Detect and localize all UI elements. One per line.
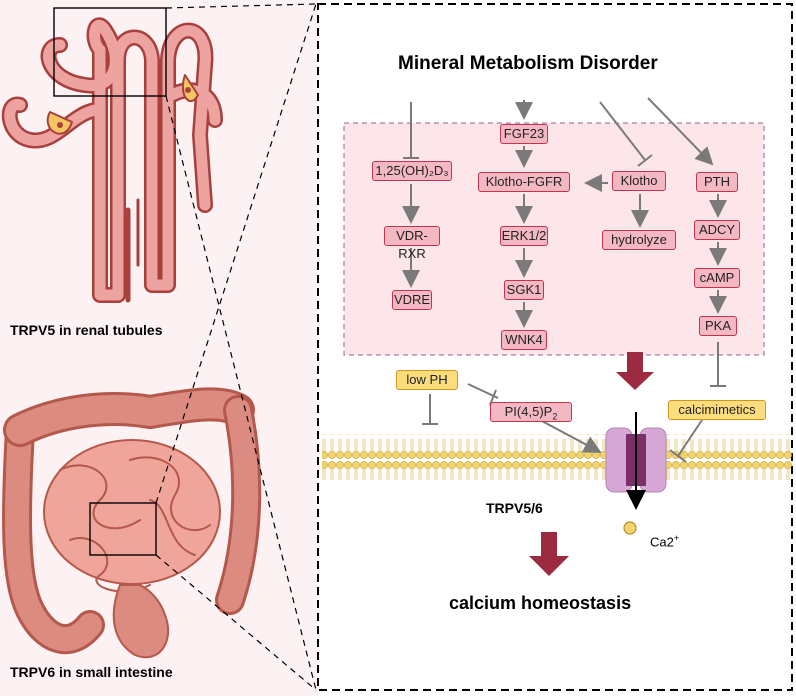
low-ph-node: low PH <box>396 370 458 390</box>
calcium-ion <box>623 521 637 535</box>
hydrolyze-node: hydrolyze <box>602 230 676 250</box>
renal-tubule-illustration <box>1 17 223 303</box>
camp-node: cAMP <box>694 268 740 288</box>
pka-node: PKA <box>699 316 737 336</box>
pth-node: PTH <box>696 172 738 192</box>
calcimimetics-node: calcimimetics <box>668 400 766 420</box>
fgf23-node: FGF23 <box>500 124 548 144</box>
cell-membrane <box>322 434 792 480</box>
outcome-arrow <box>529 532 569 576</box>
renal-zoom-box <box>53 7 167 97</box>
outcome-label: calcium homeostasis <box>449 593 632 613</box>
pip2-subscript: 2 <box>552 411 558 422</box>
channel-label: TRPV5/6 <box>486 500 543 516</box>
intestine-zoom-box <box>89 502 157 556</box>
ion-text: Ca2 <box>650 534 674 550</box>
pip2-node: PI(4,5)P2 <box>490 402 572 422</box>
erk12-node: ERK1/2 <box>500 226 548 246</box>
zoom-connector-lines <box>155 3 317 691</box>
vdre-node: VDRE <box>392 290 432 310</box>
small-intestine-illustration <box>2 387 262 659</box>
calcium-ion-label: Ca2+ <box>650 533 679 549</box>
vdr-rxr-node: VDR-RXR <box>384 226 440 261</box>
pip2-label: PI(4,5)P <box>504 404 553 419</box>
renal-tubule-caption: TRPV5 in renal tubules <box>10 322 163 338</box>
sgk1-node: SGK1 <box>504 280 544 300</box>
pathway-to-channel-arrow <box>616 352 654 390</box>
small-intestine-caption: TRPV6 in small intestine <box>10 664 173 680</box>
pathway-edges <box>402 97 727 463</box>
klotho-fgfr-node: Klotho-FGFR <box>478 172 570 192</box>
ion-charge: + <box>673 533 680 543</box>
klotho-node: Klotho <box>612 171 666 191</box>
wnk4-node: WNK4 <box>501 330 547 350</box>
vitamin-d-node: 1,25(OH)₂D₃ <box>372 161 452 181</box>
diagram-title: Mineral Metabolism Disorder <box>398 53 658 74</box>
adcy-node: ADCY <box>694 220 740 240</box>
